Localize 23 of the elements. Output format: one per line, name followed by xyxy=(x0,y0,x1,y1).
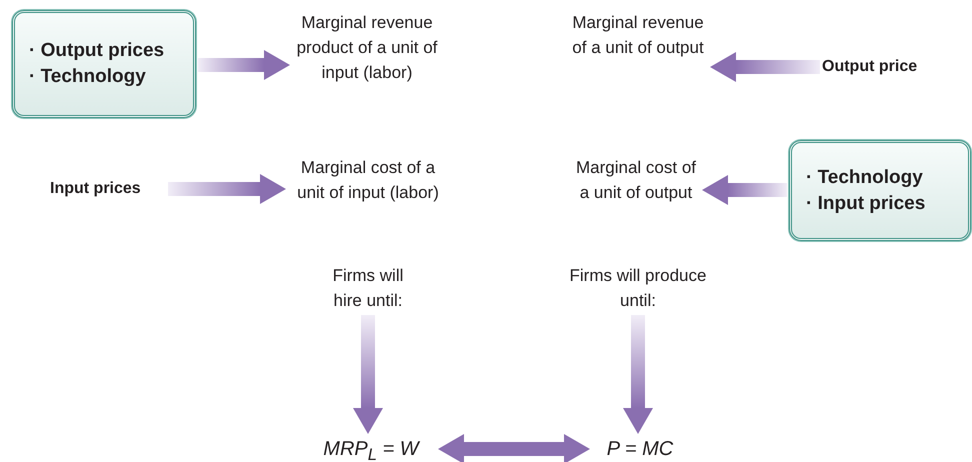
bullet-item: · Technology xyxy=(29,65,147,89)
concept-text: Firms will produce until: xyxy=(568,263,708,313)
factor-box xyxy=(789,140,971,241)
concept-text: Marginal cost of a unit of input (labor) xyxy=(288,155,448,230)
bullet-item: · Input prices xyxy=(806,192,926,216)
factor-box xyxy=(12,10,196,118)
bullet-item: · Output prices xyxy=(29,39,166,63)
arrow xyxy=(438,434,590,462)
concept-text: Firms will hire until: xyxy=(318,263,418,313)
concept-text: Marginal revenue product of a unit of input (labor) xyxy=(292,10,442,110)
arrow xyxy=(702,175,787,205)
input-label: Input prices xyxy=(50,179,166,199)
arrow xyxy=(353,315,383,434)
arrow xyxy=(710,52,820,82)
arrow xyxy=(198,50,290,80)
concept-text: Marginal cost of a unit of output xyxy=(572,155,700,230)
bullet-item: · Technology xyxy=(806,166,924,190)
concept-text: Marginal revenue of a unit of output xyxy=(568,10,708,85)
arrow xyxy=(623,315,653,434)
equation: P = MC xyxy=(592,436,688,462)
arrow xyxy=(168,174,286,204)
equation: MRP$_{L}$ = W xyxy=(306,436,436,462)
input-label: Output price xyxy=(822,57,946,77)
